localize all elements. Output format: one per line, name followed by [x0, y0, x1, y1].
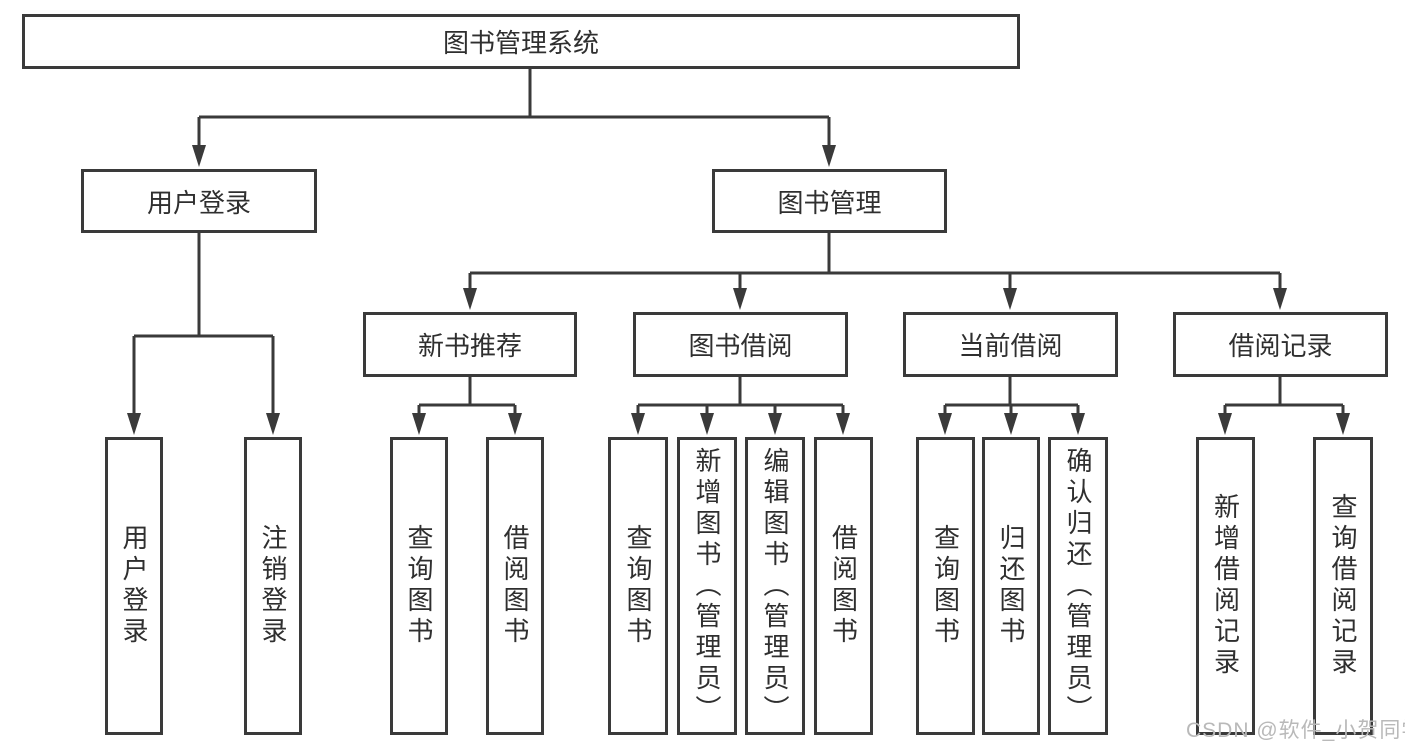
leaf-bb-add-books-admin: 新增图书（管理员）	[677, 437, 737, 735]
node-borrow-records: 借阅记录	[1173, 312, 1388, 377]
arrowheads	[127, 145, 1350, 435]
leaf-br-query-record: 查询借阅记录	[1313, 437, 1373, 735]
node-user-login: 用户登录	[81, 169, 317, 233]
leaf-nbr-borrow-books: 借阅图书	[486, 437, 544, 735]
leaf-bb-query-books: 查询图书	[608, 437, 668, 735]
leaf-cb-query-books: 查询图书	[916, 437, 975, 735]
leaf-cb-confirm-return-admin: 确认归还（管理员）	[1048, 437, 1108, 735]
csdn-watermark: CSDN @软件_小贺同学	[1186, 719, 1405, 742]
leaf-nbr-query-books: 查询图书	[390, 437, 448, 735]
leaf-logout: 注销登录	[244, 437, 302, 735]
node-book-management: 图书管理	[712, 169, 947, 233]
leaf-br-add-record: 新增借阅记录	[1196, 437, 1255, 735]
node-new-book-recommend: 新书推荐	[363, 312, 577, 377]
leaf-bb-edit-books-admin: 编辑图书（管理员）	[745, 437, 805, 735]
leaf-bb-borrow-books: 借阅图书	[814, 437, 873, 735]
node-book-borrow: 图书借阅	[633, 312, 848, 377]
leaf-cb-return-books: 归还图书	[982, 437, 1040, 735]
connector-paths	[132, 69, 1345, 418]
node-root-library-system: 图书管理系统	[22, 14, 1020, 69]
node-current-borrow: 当前借阅	[903, 312, 1118, 377]
leaf-user-login: 用户登录	[105, 437, 163, 735]
